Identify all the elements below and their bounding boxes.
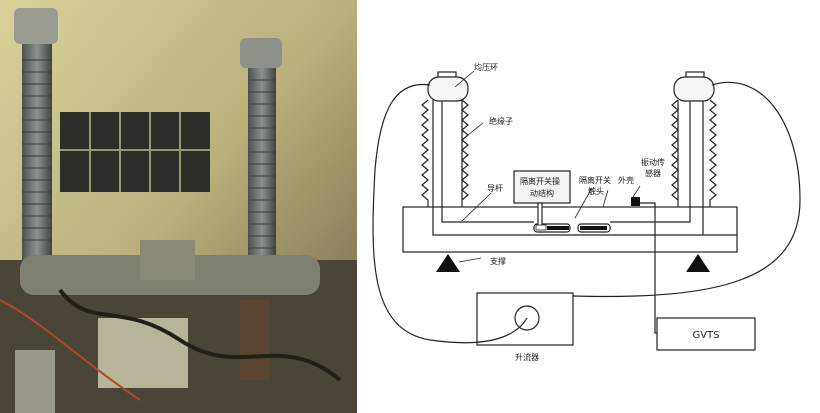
left-grading-ring bbox=[427, 76, 469, 102]
left-insulator-inner bbox=[461, 99, 469, 201]
right-grading-ring bbox=[673, 76, 715, 102]
right-bushing bbox=[240, 38, 282, 268]
left-current-loop bbox=[372, 83, 528, 344]
left-insulator-outer bbox=[421, 99, 429, 207]
sensor-cable bbox=[640, 202, 657, 334]
label-insulator: 绝缘子 bbox=[489, 116, 513, 126]
label-current-booster: 升流器 bbox=[515, 352, 539, 362]
operating-mechanism-box bbox=[513, 170, 571, 204]
label-operating-mechanism-1: 隔离开关操 bbox=[520, 176, 560, 186]
right-current-loop bbox=[572, 81, 801, 298]
label-vibration-sensor-1: 振动传 bbox=[641, 157, 665, 167]
label-grading-ring: 均压环 bbox=[474, 62, 498, 72]
label-vibration-sensor-2: 感器 bbox=[645, 168, 661, 178]
current-booster-box bbox=[476, 292, 574, 346]
schematic-diagram: 均压环 绝缘子 导杆 隔离开关操 动结构 隔离开关 触头 外壳 振动传 感器 支… bbox=[372, 62, 801, 362]
label-switch-contact-1: 隔离开关 bbox=[579, 175, 611, 185]
test-setup-photo bbox=[0, 0, 357, 413]
label-operating-mechanism-2: 动结构 bbox=[530, 188, 554, 198]
label-support: 支撑 bbox=[490, 256, 506, 266]
left-support-triangle bbox=[436, 254, 460, 272]
label-gvts: GVTS bbox=[692, 330, 719, 341]
label-conductor-rod: 导杆 bbox=[487, 183, 503, 193]
right-support-triangle bbox=[686, 254, 710, 272]
right-insulator-inner bbox=[671, 99, 679, 201]
left-bushing bbox=[14, 8, 58, 274]
support-frame bbox=[402, 206, 738, 253]
vibration-sensor bbox=[631, 197, 640, 206]
gvts-box bbox=[656, 317, 756, 351]
label-switch-contact-2: 触头 bbox=[588, 186, 604, 196]
window bbox=[60, 112, 210, 192]
right-insulator-outer bbox=[709, 99, 717, 207]
label-enclosure: 外壳 bbox=[618, 175, 634, 185]
current-booster-cabinet bbox=[98, 318, 188, 388]
